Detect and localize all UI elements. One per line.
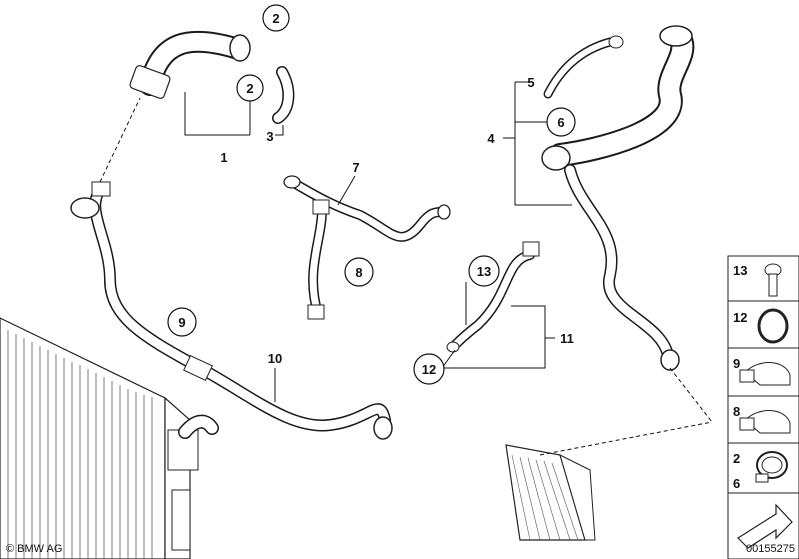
- part-label-3: 3: [266, 129, 273, 144]
- screw-icon: [764, 263, 782, 297]
- legend-panel: 13 12 9 8 2 6: [727, 255, 799, 559]
- hose-4: [564, 164, 713, 423]
- part-label-9: 9: [178, 315, 185, 330]
- part-label-5: 5: [527, 75, 534, 90]
- part-label-10: 10: [268, 351, 282, 366]
- legend-label-2: 2: [733, 451, 740, 466]
- hose-10: [183, 355, 393, 440]
- o-ring-icon: [757, 308, 789, 344]
- callout-circle-2a: [262, 4, 290, 32]
- legend-label-9: 9: [733, 356, 740, 371]
- part-label-2b: 2: [246, 81, 253, 96]
- arrow-icon: [737, 503, 793, 549]
- callout-circle-12: [413, 353, 445, 385]
- part-label-8: 8: [355, 265, 362, 280]
- part-label-11: 11: [560, 331, 574, 346]
- part-label-4: 4: [487, 131, 495, 146]
- callout-circle-13: [468, 255, 500, 287]
- clip-8-icon: [739, 410, 791, 434]
- callout-circle-9: [167, 307, 197, 337]
- hose-8: [307, 199, 330, 320]
- part-label-1: 1: [220, 150, 227, 165]
- callout-circle-2b: [236, 74, 264, 102]
- hose-11: [446, 241, 540, 353]
- legend-label-8: 8: [733, 404, 740, 419]
- hose-9: [70, 97, 206, 374]
- leader-lines: [184, 81, 572, 402]
- diagram-code: 00155275: [746, 543, 795, 555]
- radiator: [0, 317, 219, 559]
- callout-circle-6: [546, 107, 576, 137]
- oil-cooler: [505, 421, 713, 541]
- clip-9-icon: [739, 362, 791, 386]
- hose-2: [272, 66, 295, 124]
- legend-label-13: 13: [733, 263, 747, 278]
- copyright-label: © BMW AG: [6, 543, 62, 555]
- part-label-12: 12: [422, 362, 436, 377]
- hose-6: [541, 25, 695, 171]
- part-label-2a: 2: [272, 11, 279, 26]
- hose-clamp-icon: [755, 451, 788, 483]
- hose-7: [283, 175, 451, 242]
- legend-label-6: 6: [733, 476, 740, 491]
- callout-circle-8: [344, 257, 374, 287]
- part-label-7: 7: [352, 160, 359, 175]
- part-label-6: 6: [557, 115, 564, 130]
- hose-5: [543, 35, 624, 99]
- legend-label-12: 12: [733, 310, 747, 325]
- hose-1: [129, 30, 251, 99]
- part-label-13: 13: [477, 264, 491, 279]
- part-labels: 2 2 3 1 7 8 9 10 5 4 6 13 11 12: [167, 4, 576, 385]
